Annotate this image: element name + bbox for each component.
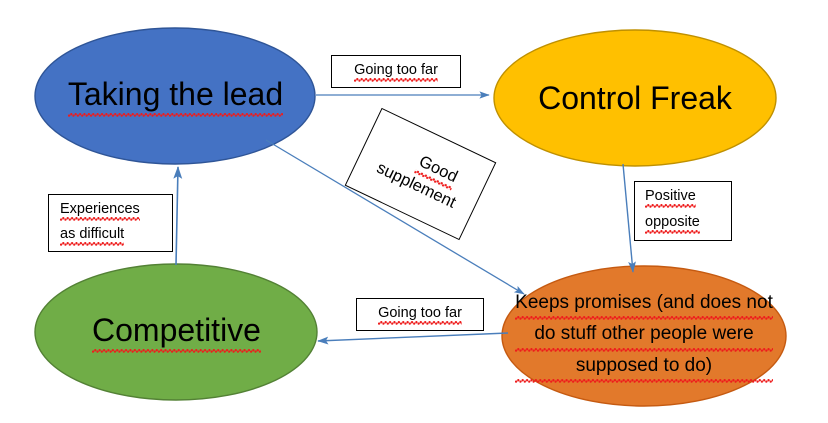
edge-label-line: Going too far (354, 61, 438, 82)
node-competitive[interactable] (34, 263, 318, 401)
edge-label-experiences-as-difficult[interactable]: Experiences as difficult (48, 194, 173, 252)
edge-label-going-too-far-bottom[interactable]: Going too far (356, 298, 484, 331)
node-keeps-promises[interactable] (501, 265, 787, 407)
edge-label-line: Experiences (60, 200, 140, 221)
edge-label-line: Going too far (378, 304, 462, 325)
edge-label-positive-opposite[interactable]: Positive opposite (634, 181, 732, 241)
edge-label-line: opposite (645, 214, 700, 234)
edge-lead-to-keeps-promises[interactable] (265, 139, 525, 295)
edge-label-line: Positive (645, 188, 696, 208)
node-control-freak[interactable] (493, 29, 777, 167)
edge-competitive-to-lead[interactable] (173, 166, 183, 266)
edge-control-to-keeps-promises[interactable] (622, 163, 636, 273)
edge-keeps-promises-to-competitive[interactable] (317, 332, 509, 345)
edge-label-going-too-far-top[interactable]: Going too far (331, 55, 461, 88)
edge-label-line: as difficult (60, 225, 125, 246)
